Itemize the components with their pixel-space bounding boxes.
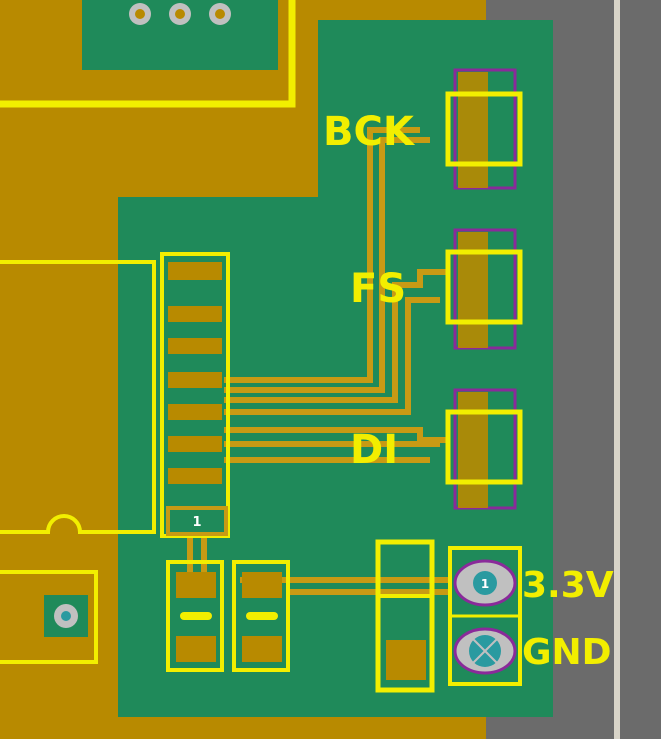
- power-connector: 1: [448, 546, 522, 686]
- pad-pin1-label: 1: [481, 577, 489, 591]
- silk-outline-left: [0, 260, 156, 534]
- resistor-pads: [166, 560, 290, 672]
- top-vias: [129, 3, 231, 25]
- board-edge-line: [614, 0, 620, 739]
- label-3v3: 3.3V: [522, 565, 614, 606]
- label-bck: BCK: [323, 109, 416, 155]
- ic-pin1-label: 1: [192, 515, 201, 530]
- capacitor-pads: [375, 539, 435, 693]
- label-fs: FS: [350, 266, 406, 312]
- label-di: DI: [350, 427, 398, 473]
- traces: [187, 127, 448, 595]
- label-gnd: GND: [522, 632, 612, 673]
- silk-outline-top: [0, 0, 296, 108]
- silk-outline-bottom-left: [0, 570, 98, 664]
- ic-footprint: 1: [160, 252, 230, 538]
- connector-fs: [445, 228, 523, 350]
- mask-region: [118, 20, 553, 717]
- connector-bck: [445, 68, 523, 190]
- connector-di: [445, 388, 523, 510]
